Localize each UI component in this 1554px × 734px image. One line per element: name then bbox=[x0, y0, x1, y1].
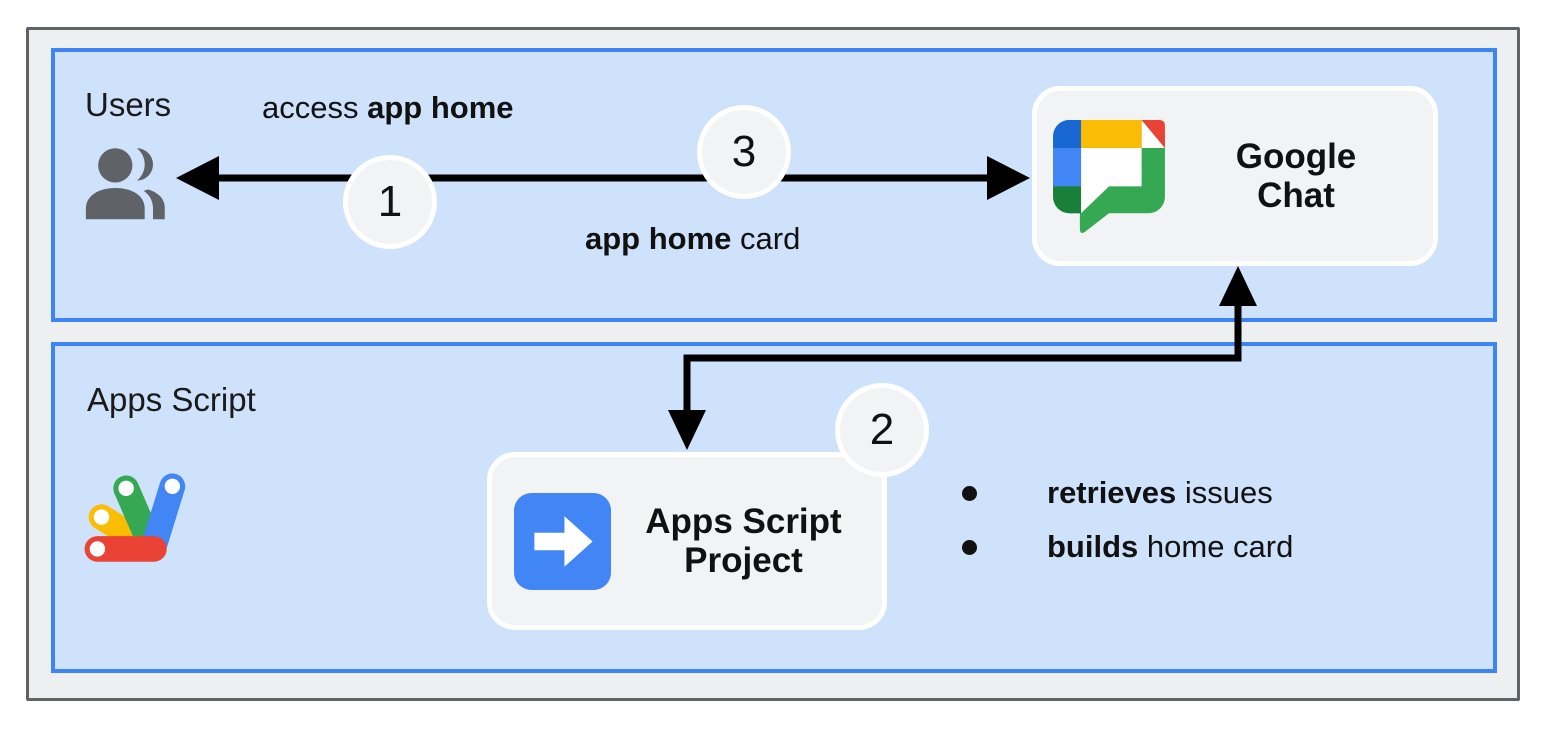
project-actions-list: retrieves issues builds home card bbox=[962, 466, 1293, 574]
users-zone-label: Users bbox=[85, 86, 172, 123]
google-chat-node: Google Chat bbox=[1032, 86, 1438, 266]
list-item: retrieves issues bbox=[962, 466, 1293, 520]
apps-script-zone-label: Apps Script bbox=[87, 381, 256, 418]
step-circle-3: 3 bbox=[697, 105, 791, 199]
access-app-home-label: access app home bbox=[262, 90, 514, 125]
google-chat-label: Google Chat bbox=[1235, 136, 1357, 215]
apps-script-project-node: Apps Script Project bbox=[487, 452, 887, 630]
step-circle-1: 1 bbox=[343, 155, 437, 249]
bullet-dot bbox=[962, 539, 977, 555]
apps-script-logo bbox=[84, 473, 186, 562]
bullet-dot bbox=[962, 485, 977, 501]
step-circle-2: 2 bbox=[835, 383, 929, 477]
app-home-card-label: app home card bbox=[585, 221, 801, 256]
google-chat-logo bbox=[1053, 119, 1165, 233]
list-item: builds home card bbox=[962, 520, 1293, 574]
users-people-icon bbox=[85, 148, 165, 220]
apps-script-project-label: Apps Script Project bbox=[645, 501, 842, 580]
script-arrow-icon bbox=[514, 492, 611, 590]
